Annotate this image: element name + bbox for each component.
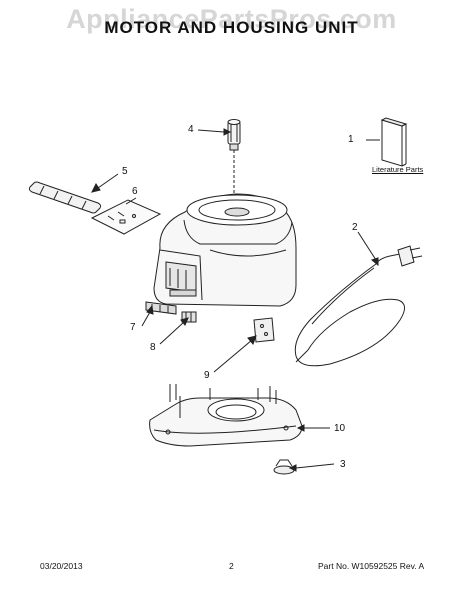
- module-board[interactable]: [253, 317, 275, 343]
- callout-8: 8: [150, 342, 156, 353]
- callout-3: 3: [340, 459, 346, 470]
- watermark: AppliancePartsPros.com: [66, 4, 397, 34]
- callout-5: 5: [122, 166, 128, 177]
- motor-housing[interactable]: [153, 193, 297, 307]
- switch-bar[interactable]: [145, 301, 177, 315]
- literature-parts-label: Literature Parts: [372, 165, 424, 174]
- callout-2: 2: [352, 222, 358, 233]
- footer-part-number: Part No. W10592525 Rev. A: [318, 561, 425, 571]
- leader-lines: [91, 128, 380, 472]
- callout-9: 9: [204, 370, 210, 381]
- callout-4: 4: [188, 124, 194, 135]
- callout-1: 1: [348, 134, 354, 145]
- literature-parts-book[interactable]: [380, 117, 408, 167]
- page-title: MOTOR AND HOUSING UNIT: [104, 18, 359, 37]
- callout-6: 6: [132, 186, 138, 197]
- callout-7: 7: [130, 322, 136, 333]
- base-plate[interactable]: [149, 384, 303, 447]
- callout-10: 10: [334, 423, 346, 434]
- control-board[interactable]: [90, 199, 162, 235]
- seal-gasket[interactable]: [28, 181, 102, 214]
- power-cord[interactable]: [294, 245, 423, 367]
- footer-date: 03/20/2013: [40, 561, 83, 571]
- drive-coupler[interactable]: [227, 119, 241, 151]
- footer-page-number: 2: [229, 561, 234, 571]
